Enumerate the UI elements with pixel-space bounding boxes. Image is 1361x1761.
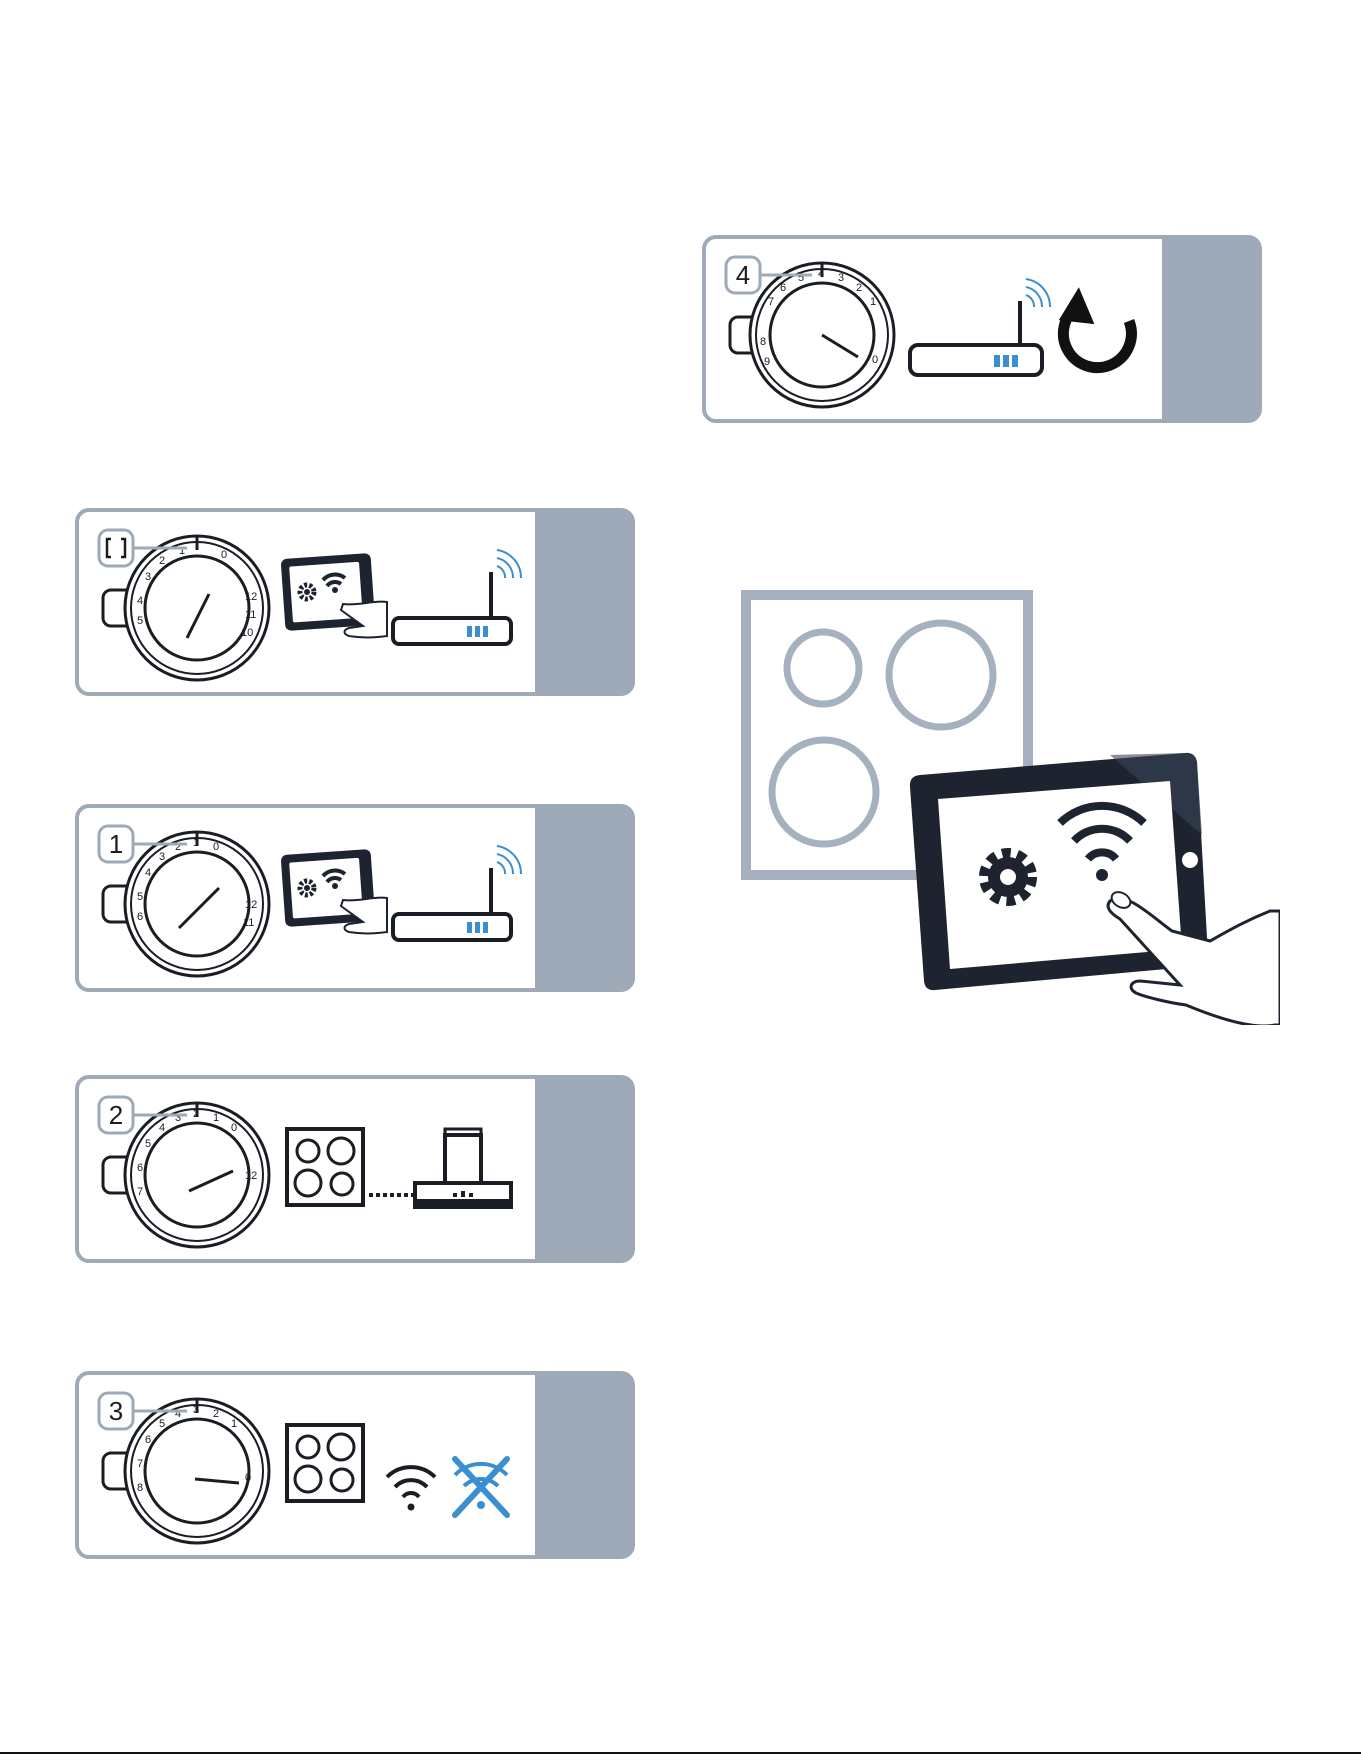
dial-tick: 3	[145, 571, 151, 583]
dial-tick: 3	[838, 272, 844, 284]
tablet-wifi-settings-icon	[281, 553, 387, 638]
dial-tick: 2	[213, 1408, 219, 1420]
hob-icon	[287, 1425, 363, 1501]
dial-tick: 0	[872, 354, 878, 366]
step-panel-4: 5 4 3 2 1 6 7 8 9 0 4	[702, 235, 1262, 423]
tablet-wifi-settings-icon	[281, 849, 387, 934]
dial-tick: 6	[145, 1434, 151, 1446]
panel-tab	[535, 1373, 633, 1557]
step-number: 4	[736, 260, 750, 290]
panel-tab	[535, 510, 633, 694]
dial-tick: 5	[137, 615, 143, 627]
step-panel-3: 4 3 2 1 5 6 7 8 0 3	[75, 1371, 635, 1559]
dial-tick: 5	[159, 1418, 165, 1430]
dial-tick: 7	[768, 296, 774, 308]
dial-tick: 1	[870, 296, 876, 308]
dial-tick: 4	[145, 867, 151, 879]
step-panel-2: 3 2 1 0 4 5 6 7 12 2	[75, 1075, 635, 1263]
panel-tab	[535, 1077, 633, 1261]
dial-tick: 3	[159, 851, 165, 863]
dial-tick: 4	[159, 1122, 165, 1134]
step-number: 2	[109, 1100, 123, 1130]
dial-tick: 9	[764, 356, 770, 368]
dial-tick: 12	[245, 591, 257, 603]
dial-tick: 8	[137, 1482, 143, 1494]
dial-tick: 2	[193, 1108, 199, 1120]
step-number: 3	[109, 1396, 123, 1426]
dial-tick: 2	[159, 555, 165, 567]
dial-tick: 1	[231, 1418, 237, 1430]
dial-tick: 6	[780, 282, 786, 294]
dial-tick: 0	[221, 549, 227, 561]
dial-tick: 0	[231, 1122, 237, 1134]
dial-tick: 5	[137, 891, 143, 903]
dial-tick: 10	[241, 627, 253, 639]
step-panel-bracket: 1 0 2 3 4 5 12 11 10	[75, 508, 635, 696]
hob-icon	[287, 1129, 363, 1205]
dial-tick: 11	[243, 917, 254, 929]
dial-tick: 12	[245, 1170, 257, 1182]
dial-tick: 12	[245, 899, 257, 911]
dial-tick: 4	[818, 268, 824, 280]
dial-tick: 3	[193, 1404, 199, 1416]
panel-tab	[535, 806, 633, 990]
dial-tick: 6	[137, 1162, 143, 1174]
dial-tick: 7	[137, 1458, 143, 1470]
dial-tick: 4	[137, 595, 143, 607]
dial-tick: 1	[193, 837, 199, 849]
dial-tick: 8	[760, 336, 766, 348]
dial-tick: 0	[213, 841, 219, 853]
step-number: 1	[109, 829, 123, 859]
dial-tick: 6	[137, 911, 143, 923]
dial-tick: 7	[137, 1186, 143, 1198]
dial-tick: 2	[856, 282, 862, 294]
dial-tick: 1	[213, 1112, 219, 1124]
panel-tab	[1162, 237, 1260, 421]
page-bottom-rule	[0, 1752, 1361, 1754]
dial-tick: 11	[245, 609, 256, 621]
dial-tick: 0	[245, 1472, 251, 1484]
step-panel-1: 2 1 0 3 4 5 6 12 11 1	[75, 804, 635, 992]
dial-tick: 5	[145, 1138, 151, 1150]
hob-tablet-illustration	[740, 585, 1280, 1030]
